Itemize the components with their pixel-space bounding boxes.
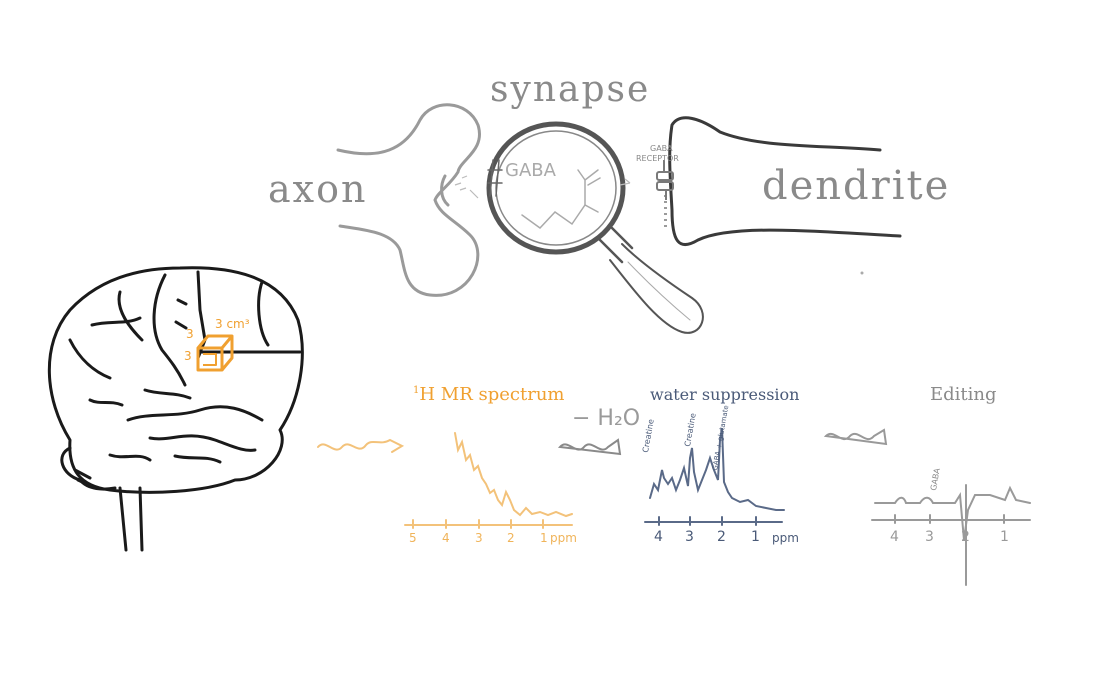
synapse-label: synapse [490,69,651,110]
editing-title: Editing [930,384,997,405]
ed-tick-3: 3 [925,529,934,545]
mr-tick-2: 2 [507,531,515,545]
water-label: − H₂O [572,406,641,431]
editing-plot [871,484,1031,586]
axon-label: axon [268,167,368,211]
cube-side-label-1: 3 [186,327,194,341]
mr-unit: ppm [550,531,577,545]
process-arrow [557,438,622,456]
water-suppression-title: water suppression [650,385,800,404]
gaba-receptor [656,160,674,227]
ws-tick-2: 2 [717,529,726,545]
dot-mark [860,271,864,275]
mr-spectrum-title-text: H MR spectrum [419,384,565,405]
mr-tick-5: 5 [409,531,417,545]
neurotransmitter-marks [454,175,631,199]
ws-tick-4: 4 [654,529,663,545]
gaba-molecule [487,159,601,229]
mr-tick-1: 1 [540,531,548,545]
dendrite-spine [668,116,902,247]
ed-tick-1: 1 [1000,529,1009,545]
ws-tick-1: 1 [751,529,760,545]
mr-spectrum-title: 1H MR spectrum [413,386,565,404]
ws-tick-3: 3 [685,529,694,545]
axon-terminal [336,103,481,297]
brain-drawing [47,266,304,552]
mr-tick-4: 4 [442,531,450,545]
gaba-receptor-label-1: GABA [650,144,673,153]
ed-tick-2: 2 [961,529,970,545]
mr-spectrum-plot [317,432,573,529]
gaba-label: GABA [505,160,556,181]
voxel-cube-icon [196,334,234,372]
dendrite-label: dendrite [762,163,951,209]
ed-tick-4: 4 [890,529,899,545]
process-arrow-2 [823,428,888,446]
cube-side-label-2: 3 [184,349,192,363]
water-suppression-plot [644,427,785,526]
gaba-receptor-label-2: RECEPTOR [636,154,679,163]
mr-tick-3: 3 [475,531,483,545]
cube-volume-label: 3 cm³ [215,317,250,331]
mr-spectrum-title-sup: 1 [413,385,420,396]
ws-unit: ppm [772,531,799,545]
